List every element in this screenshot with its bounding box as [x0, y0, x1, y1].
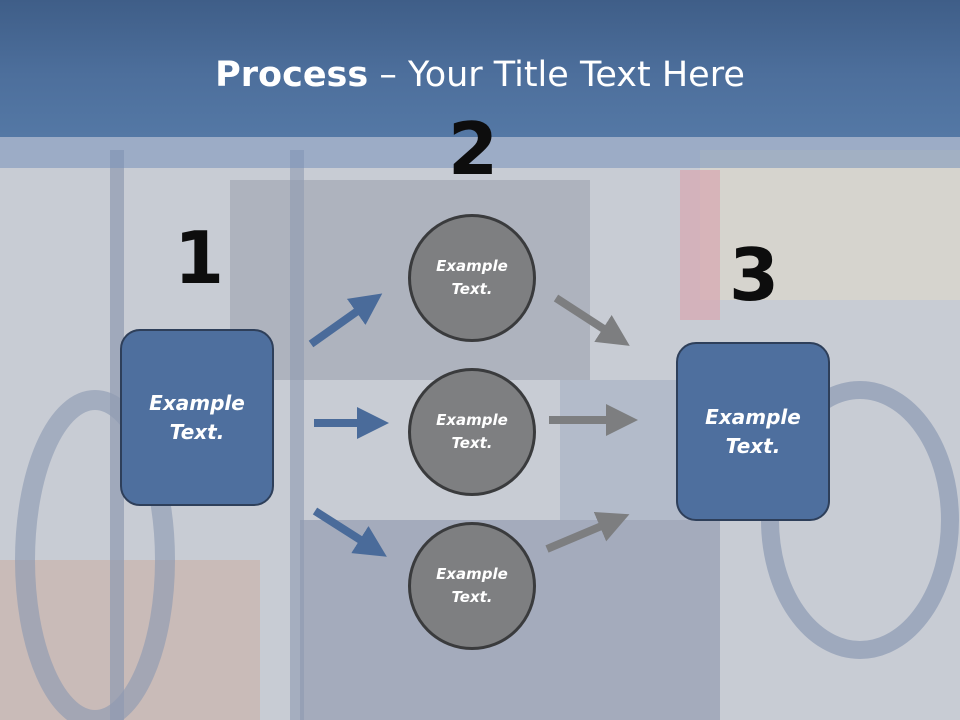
title-rest: – Your Title Text Here — [368, 55, 745, 95]
circle-top: Example Text. — [408, 214, 536, 342]
step-1-label: Example Text. — [149, 390, 245, 444]
step-1-box: Example Text. — [120, 329, 274, 506]
step-number-3: 3 — [728, 233, 780, 317]
step-3-label: Example Text. — [705, 404, 801, 458]
step-3-box: Example Text. — [676, 342, 830, 521]
step-number-2: 2 — [447, 107, 499, 191]
circle-middle: Example Text. — [408, 368, 536, 496]
title-bar — [0, 0, 960, 137]
circle-top-label: Example Text. — [436, 257, 508, 298]
title-bar-fade — [0, 137, 960, 168]
circle-bottom-label: Example Text. — [436, 565, 508, 606]
step-number-1: 1 — [173, 216, 225, 300]
title-bold: Process — [215, 55, 369, 95]
circle-middle-label: Example Text. — [436, 411, 508, 452]
page-title: Process – Your Title Text Here — [0, 52, 960, 98]
circle-bottom: Example Text. — [408, 522, 536, 650]
